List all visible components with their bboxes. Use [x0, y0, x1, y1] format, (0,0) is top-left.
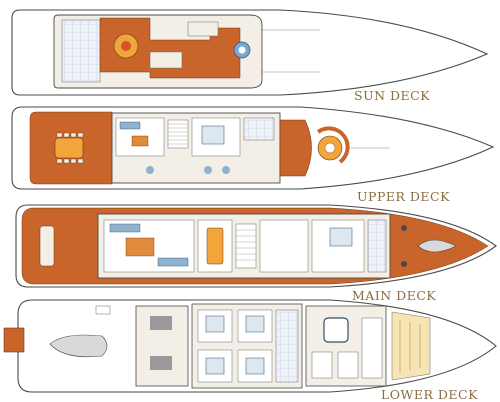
- upper-deck-wheelhouse: [279, 119, 312, 177]
- sun-deck-jacuzzi-center: [238, 46, 246, 54]
- sun-deck-label: SUN DECK: [354, 88, 431, 103]
- upper-deck-dining-chairs: [56, 132, 84, 164]
- upper-deck-foredeck-seat: [316, 126, 350, 164]
- upper-deck-chair-1: [204, 166, 212, 174]
- upper-deck-plan: [11, 106, 495, 190]
- upper-deck-coffee-table: [131, 135, 149, 147]
- main-deck-aft-seating: [39, 225, 55, 267]
- lower-deck-label: LOWER DECK: [381, 387, 478, 402]
- sun-deck-sunpad: [149, 51, 183, 69]
- lower-deck-bed-3: [245, 315, 265, 333]
- lower-deck-plan: [3, 299, 497, 393]
- upper-deck-sofa: [119, 121, 141, 130]
- upper-deck-chair-2: [222, 166, 230, 174]
- lower-deck-garage-door: [95, 305, 111, 315]
- lower-deck-crew-mess: [323, 317, 349, 343]
- main-deck-vip-bath: [367, 219, 387, 273]
- lower-deck-baths: [275, 309, 299, 383]
- lower-deck-crew-galley: [361, 317, 383, 379]
- lower-deck-bed-1: [205, 315, 225, 333]
- main-deck-vip-bed: [329, 227, 353, 247]
- sun-deck-round-table-center: [121, 41, 131, 51]
- main-deck-bow-tender: [417, 239, 457, 253]
- lower-deck-swim-platform: [3, 327, 25, 353]
- upper-deck-owner-bed: [201, 125, 225, 145]
- main-deck-stairs: [235, 223, 257, 269]
- upper-deck-stairs: [167, 119, 189, 149]
- main-deck-salon-sofa: [109, 223, 141, 233]
- upper-deck-chair-3: [146, 166, 154, 174]
- upper-deck-dining-table: [54, 137, 84, 159]
- upper-deck-bath: [243, 117, 275, 141]
- main-deck-galley: [259, 219, 309, 273]
- sun-deck-lounge-tiles: [61, 19, 101, 83]
- lower-deck-tender: [49, 334, 108, 358]
- upper-deck-label: UPPER DECK: [357, 189, 450, 204]
- lower-deck-forepeak-bunks: [391, 311, 431, 381]
- lower-deck-crew-cabin-1: [311, 351, 333, 379]
- main-deck-salon-sofa-2: [157, 257, 189, 267]
- lower-deck-engine-2: [150, 356, 172, 370]
- main-deck-salon-rug: [125, 237, 155, 257]
- sun-deck-plan: [11, 9, 489, 96]
- sun-deck-teak-deck: [99, 17, 241, 79]
- main-deck-dining-table: [206, 227, 224, 265]
- main-deck-capstan-2: [401, 261, 407, 267]
- lower-deck-bed-2: [205, 357, 225, 375]
- lower-deck-engine-1: [150, 316, 172, 330]
- main-deck-plan: [15, 204, 497, 288]
- main-deck-capstan-1: [401, 225, 407, 231]
- lower-deck-crew-cabin-2: [337, 351, 359, 379]
- main-deck-label: MAIN DECK: [352, 288, 437, 303]
- lower-deck-bed-4: [245, 357, 265, 375]
- sun-deck-bar: [187, 21, 219, 37]
